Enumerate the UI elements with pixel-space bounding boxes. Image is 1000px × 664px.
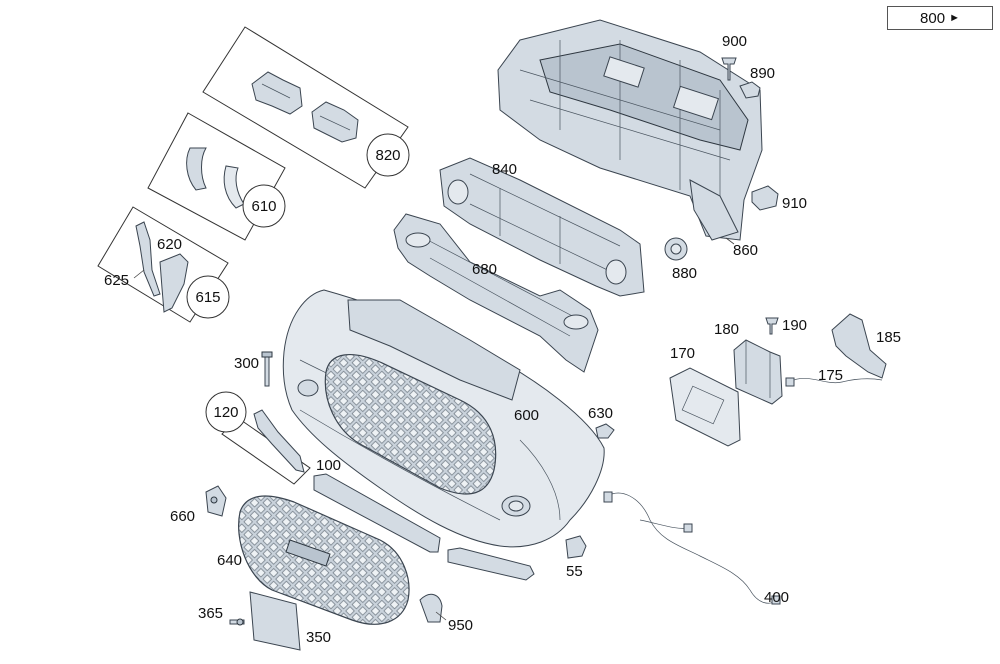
group-box-615: [97, 206, 229, 323]
label-190: 190: [782, 317, 807, 334]
screw-365: [229, 618, 245, 626]
callout-120[interactable]: 120: [205, 391, 247, 433]
label-900: 900: [722, 33, 747, 50]
label-600: 600: [514, 407, 539, 424]
impact-beam-840: [439, 157, 645, 297]
label-950: 950: [448, 617, 473, 634]
label-100: 100: [316, 457, 341, 474]
front-carrier-module: [497, 19, 763, 241]
cover-part-left: [186, 147, 207, 191]
trim-strip-100: [313, 473, 441, 553]
screw-190: [765, 317, 779, 335]
bumper-cover-600: [282, 289, 605, 548]
label-680: 680: [472, 261, 497, 278]
label-55: 55: [566, 563, 583, 580]
clip-890: [739, 81, 761, 99]
label-910: 910: [782, 195, 807, 212]
svg-text:820: 820: [375, 147, 400, 164]
side-bracket-620: [159, 253, 189, 313]
label-640: 640: [217, 552, 242, 569]
bracket-185: [831, 313, 887, 379]
label-660: 660: [170, 508, 195, 525]
sensor-bracket-660: [205, 485, 227, 517]
radar-module-180: [733, 339, 783, 405]
label-365: 365: [198, 605, 223, 622]
harness-175: [785, 377, 883, 387]
label-175: 175: [818, 367, 843, 384]
label-300: 300: [234, 355, 259, 372]
label-400: 400: [764, 589, 789, 606]
arrow-right-icon: ►: [949, 12, 960, 24]
svg-text:120: 120: [213, 404, 238, 421]
svg-text:610: 610: [251, 198, 276, 215]
bracket-910: [751, 185, 779, 211]
nav-label: 800: [920, 9, 946, 27]
label-880: 880: [672, 265, 697, 282]
label-180: 180: [714, 321, 739, 338]
harness-400: [603, 491, 781, 605]
grille-640: [238, 495, 410, 625]
horn-880: [664, 237, 688, 261]
svg-text:615: 615: [195, 289, 220, 306]
lower-strip-950: [419, 547, 535, 623]
bracket-part-b: [311, 101, 359, 143]
label-840: 840: [492, 161, 517, 178]
clip-630: [595, 423, 615, 439]
callout-820[interactable]: 820: [366, 133, 410, 177]
label-860: 860: [733, 242, 758, 259]
energy-absorber-680: [393, 213, 599, 373]
label-890: 890: [750, 65, 775, 82]
bolt-300: [261, 351, 273, 387]
screw-900: [721, 57, 737, 81]
callout-610[interactable]: 610: [242, 184, 286, 228]
label-350: 350: [306, 629, 331, 646]
callout-615[interactable]: 615: [186, 275, 230, 319]
housing-170: [669, 367, 741, 447]
group-box-820: [202, 26, 409, 189]
label-630: 630: [588, 405, 613, 422]
label-625: 625: [104, 272, 129, 289]
side-bracket-625: [135, 221, 161, 297]
clip-55: [565, 535, 587, 559]
cover-part-right: [223, 165, 245, 209]
label-170: 170: [670, 345, 695, 362]
plate-holder-350: [249, 591, 301, 651]
label-620: 620: [157, 236, 182, 253]
group-box-610: [147, 112, 286, 241]
next-page-button[interactable]: 800 ►: [887, 6, 993, 30]
bracket-part-a: [251, 71, 303, 115]
label-185: 185: [876, 329, 901, 346]
